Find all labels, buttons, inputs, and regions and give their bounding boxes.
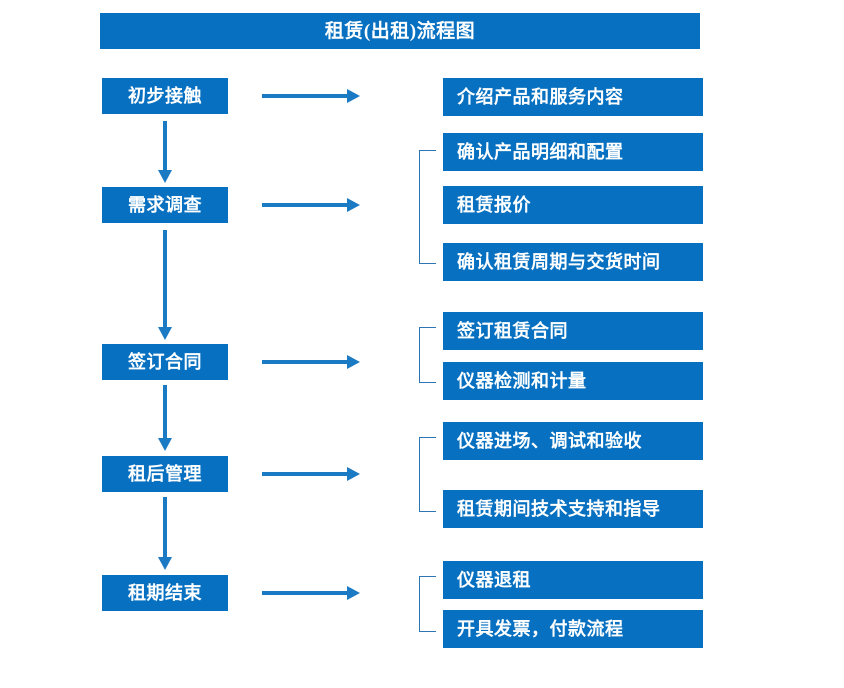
arrow-head-right-icon	[347, 89, 360, 103]
detail-box-rental-quotation[interactable]: 租赁报价	[443, 186, 703, 224]
stage-box-post-rental-management[interactable]: 租后管理	[102, 456, 228, 492]
arrow-shaft	[163, 230, 167, 328]
horizontal-arrow-sign-contract	[262, 355, 360, 369]
arrow-shaft	[163, 385, 167, 439]
detail-box-sign-rental-contract[interactable]: 签订租赁合同	[443, 312, 703, 350]
detail-box-technical-support[interactable]: 租赁期间技术支持和指导	[443, 490, 703, 528]
arrow-shaft	[163, 497, 167, 558]
arrow-shaft	[163, 121, 167, 171]
stage-box-needs-survey[interactable]: 需求调查	[102, 187, 228, 223]
detail-box-invoice-payment[interactable]: 开具发票，付款流程	[443, 610, 703, 648]
bracket-sign-contract	[419, 327, 436, 383]
bracket-post-rental	[419, 437, 436, 512]
arrow-shaft	[262, 203, 348, 207]
arrow-shaft	[262, 591, 348, 595]
detail-box-instrument-onsite-commissioning[interactable]: 仪器进场、调试和验收	[443, 422, 703, 460]
arrow-head-right-icon	[347, 467, 360, 481]
bracket-needs-survey	[419, 150, 436, 264]
arrow-head-down-icon	[158, 557, 172, 570]
arrow-shaft	[262, 94, 348, 98]
arrow-head-down-icon	[158, 327, 172, 340]
stage-box-sign-contract[interactable]: 签订合同	[102, 344, 228, 380]
arrow-head-down-icon	[158, 438, 172, 451]
vertical-arrow-initial-to-needs	[158, 121, 172, 183]
horizontal-arrow-rental-end	[262, 586, 360, 600]
detail-box-instrument-return[interactable]: 仪器退租	[443, 561, 703, 599]
vertical-arrow-management-to-end	[158, 497, 172, 570]
detail-box-confirm-rental-period[interactable]: 确认租赁周期与交货时间	[443, 243, 703, 281]
stage-box-initial-contact[interactable]: 初步接触	[102, 78, 228, 114]
horizontal-arrow-post-rental	[262, 467, 360, 481]
vertical-arrow-needs-to-contract	[158, 230, 172, 340]
horizontal-arrow-needs-survey	[262, 198, 360, 212]
arrow-shaft	[262, 360, 348, 364]
horizontal-arrow-initial-contact	[262, 89, 360, 103]
arrow-head-down-icon	[158, 170, 172, 183]
arrow-shaft	[262, 472, 348, 476]
arrow-head-right-icon	[347, 355, 360, 369]
bracket-rental-end	[419, 576, 436, 632]
stage-box-rental-end[interactable]: 租期结束	[102, 575, 228, 611]
detail-box-introduce-products[interactable]: 介绍产品和服务内容	[443, 78, 703, 116]
flowchart-title: 租赁(出租)流程图	[100, 13, 700, 49]
arrow-head-right-icon	[347, 586, 360, 600]
arrow-head-right-icon	[347, 198, 360, 212]
detail-box-confirm-product-details[interactable]: 确认产品明细和配置	[443, 133, 703, 171]
detail-box-instrument-inspection[interactable]: 仪器检测和计量	[443, 362, 703, 400]
vertical-arrow-contract-to-management	[158, 385, 172, 451]
